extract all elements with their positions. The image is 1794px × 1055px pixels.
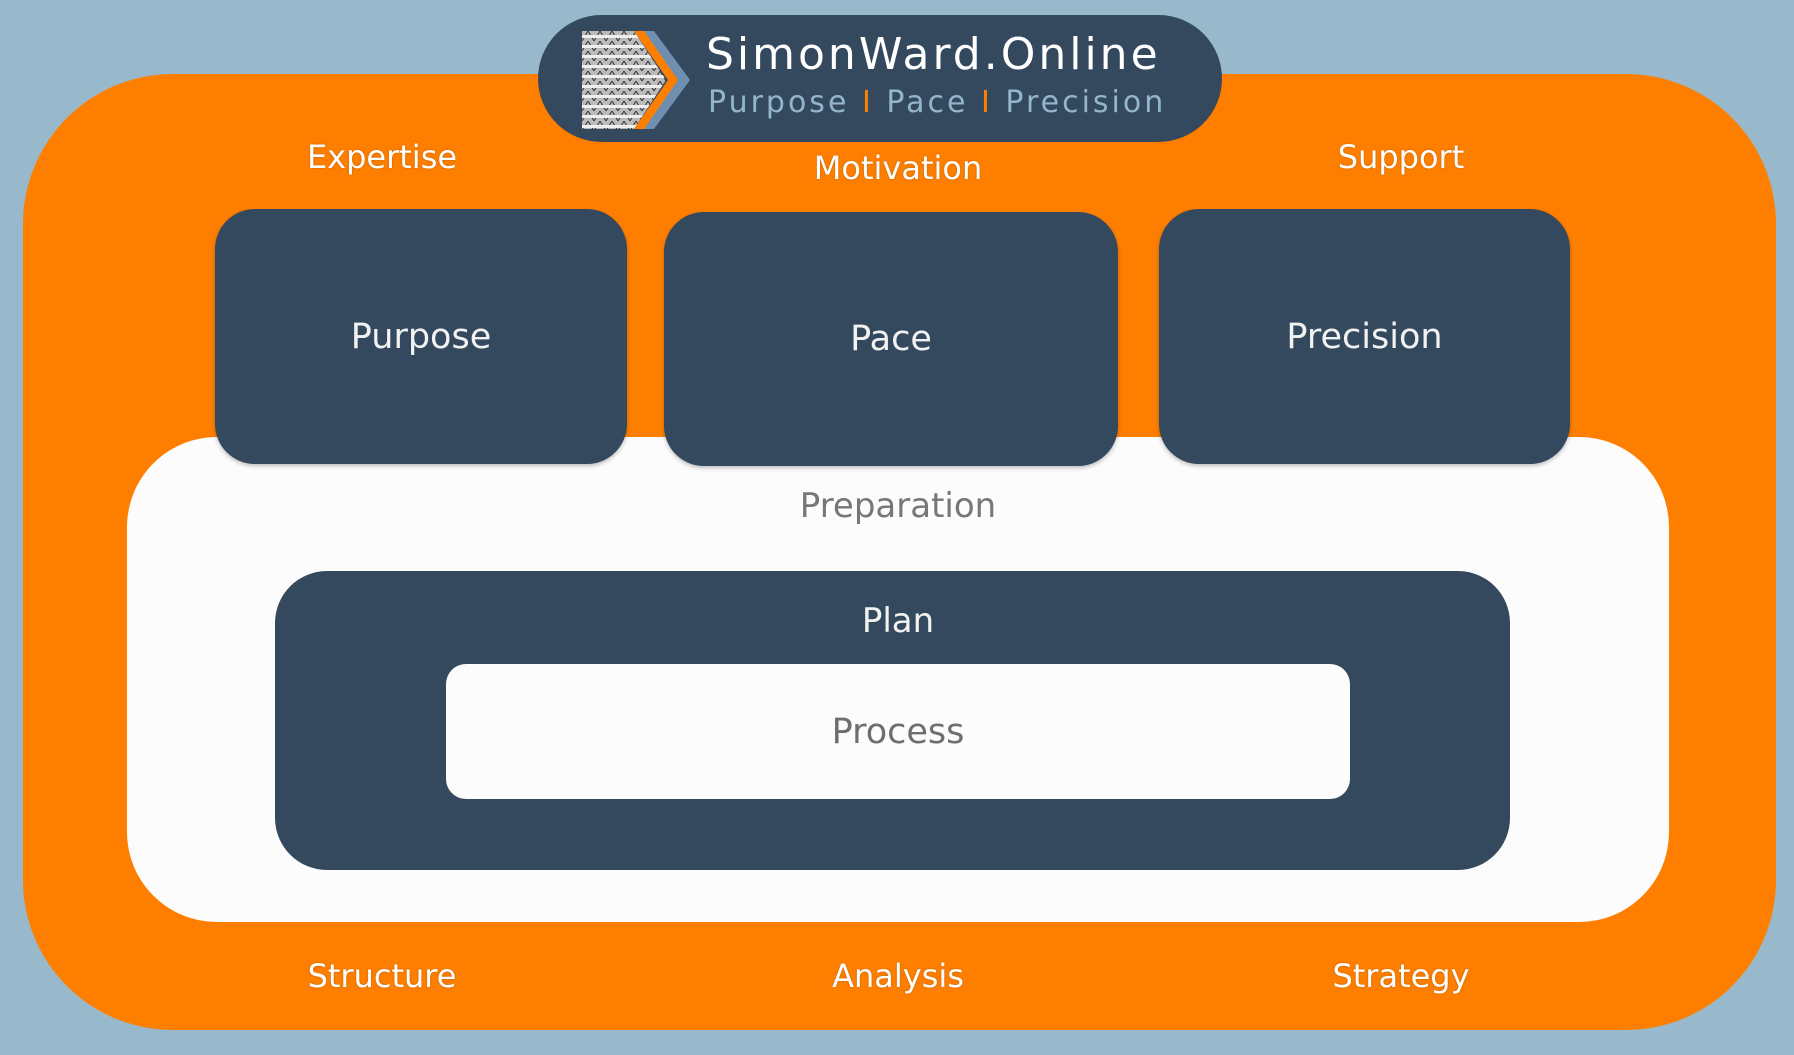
label-analysis: Analysis [832, 957, 964, 995]
process-box: Process [446, 664, 1350, 799]
label-structure: Structure [307, 957, 457, 995]
label-motivation: Motivation [813, 149, 983, 187]
preparation-label: Preparation [799, 486, 997, 526]
label-strategy: Strategy [1332, 957, 1470, 995]
box-pace: Pace [664, 212, 1118, 466]
logo-chevron-icon [582, 31, 690, 129]
logo-tagline: Purpose I Pace I Precision [708, 85, 1167, 120]
label-expertise: Expertise [306, 138, 458, 176]
box-purpose: Purpose [215, 209, 627, 464]
plan-label: Plan [861, 601, 935, 641]
logo-banner: SimonWard.Online Purpose I Pace I Precis… [538, 15, 1222, 142]
label-support: Support [1337, 138, 1465, 176]
box-precision: Precision [1159, 209, 1570, 464]
logo-title: SimonWard.Online [706, 29, 1161, 80]
